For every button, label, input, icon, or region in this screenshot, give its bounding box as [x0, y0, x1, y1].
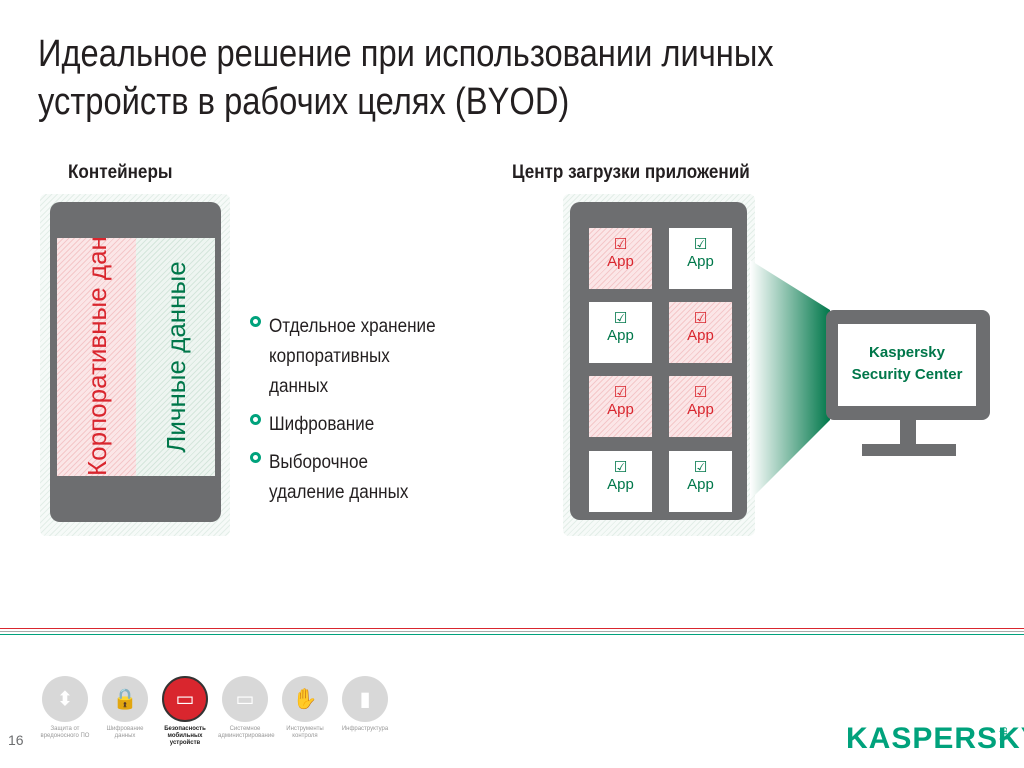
app-label: App	[607, 401, 634, 418]
lock-icon: 🔒	[112, 688, 138, 711]
app-tile: ☑App	[589, 228, 652, 289]
server-icon: ▮	[359, 688, 371, 711]
kaspersky-logo: KASPERSKY	[846, 722, 1024, 755]
nav-label: Инструменты контроля	[286, 726, 324, 739]
personal-container: Личные данные	[136, 238, 215, 476]
nav-circle: ✋	[282, 676, 328, 722]
monitor-base	[862, 444, 956, 456]
app-tile: ☑App	[589, 451, 652, 512]
footer-divider-green	[0, 634, 1024, 635]
security-center-label: Kaspersky Security Center	[851, 344, 963, 383]
mobile-icon: ▭	[175, 688, 195, 711]
nav-circle: 🔒	[102, 676, 148, 722]
nav-item[interactable]: ▭ Безопасность мобильных устройств	[158, 676, 212, 747]
app-tile: ☑App	[589, 302, 652, 363]
checkbox-icon: ☑	[613, 236, 628, 253]
checkbox-icon: ☑	[613, 310, 628, 327]
list-item: Выборочное удаление данных	[250, 448, 500, 508]
personal-data-label: Личные данные	[160, 261, 191, 453]
footer-divider-gray	[0, 631, 1024, 632]
checkbox-icon: ☑	[613, 384, 628, 401]
hand-icon: ✋	[292, 688, 318, 711]
nav-circle: ▭	[222, 676, 268, 722]
app-label: App	[607, 253, 634, 270]
app-label: App	[607, 476, 634, 493]
checkbox-icon: ☑	[693, 310, 708, 327]
monitor-screen	[838, 324, 976, 406]
app-tile: ☑App	[669, 451, 732, 512]
nav-circle: ⬍	[42, 676, 88, 722]
app-center-label: Центр загрузки приложений	[512, 162, 750, 183]
app-label: App	[687, 401, 714, 418]
nav-label: Защита от вредоносного ПО	[40, 726, 90, 739]
slide-title: Идеальное решение при использовании личн…	[38, 30, 812, 126]
bullet-icon	[250, 316, 261, 327]
bullet-icon	[250, 414, 261, 425]
app-tile: ☑App	[669, 376, 732, 437]
nav-label: Системное администрирование	[218, 726, 275, 739]
nav-label: Безопасность мобильных устройств	[164, 726, 206, 746]
nav-circle: ▭	[162, 676, 208, 722]
list-item: Шифрование	[250, 410, 500, 440]
checkbox-icon: ☑	[693, 384, 708, 401]
list-item: Отдельное хранение корпоративных данных	[250, 312, 500, 402]
windows-icon: ▭	[235, 688, 255, 711]
title-line-1: Идеальное решение при использовании личн…	[38, 33, 774, 75]
footer-divider-red	[0, 628, 1024, 629]
nav-item[interactable]: ✋ Инструменты контроля	[278, 676, 332, 740]
app-label: App	[687, 327, 714, 344]
corporate-data-label: Корпоративные данные	[81, 238, 112, 476]
app-tile: ☑App	[669, 228, 732, 289]
checkbox-icon: ☑	[613, 459, 628, 476]
nav-item[interactable]: 🔒 Шифрование данных	[98, 676, 152, 740]
kaspersky-logo-lab: lab	[999, 726, 1011, 741]
bullet-icon	[250, 452, 261, 463]
nav-item[interactable]: ▮ Инфраструктура	[338, 676, 392, 733]
phone-screen: Корпоративные данные Личные данные	[57, 238, 215, 476]
checkbox-icon: ☑	[693, 459, 708, 476]
page-number: 16	[8, 732, 24, 748]
nav-label: Шифрование данных	[106, 726, 144, 739]
nav-label: Инфраструктура	[341, 726, 389, 732]
app-label: App	[607, 327, 634, 344]
corporate-container: Корпоративные данные	[57, 238, 136, 476]
nav-circle: ▮	[342, 676, 388, 722]
nav-item[interactable]: ⬍ Защита от вредоносного ПО	[38, 676, 92, 740]
shield-icon: ⬍	[56, 688, 74, 711]
connection-beam	[750, 260, 830, 500]
feature-list: Отдельное хранение корпоративных данных …	[250, 312, 500, 516]
checkbox-icon: ☑	[693, 236, 708, 253]
app-tile: ☑App	[589, 376, 652, 437]
app-label: App	[687, 253, 714, 270]
nav-item[interactable]: ▭ Системное администрирование	[218, 676, 275, 740]
app-tile: ☑App	[669, 302, 732, 363]
app-label: App	[687, 476, 714, 493]
monitor-stand	[900, 420, 916, 444]
containers-label: Контейнеры	[68, 162, 173, 183]
title-line-2: устройств в рабочих целях (BYOD)	[38, 81, 570, 123]
